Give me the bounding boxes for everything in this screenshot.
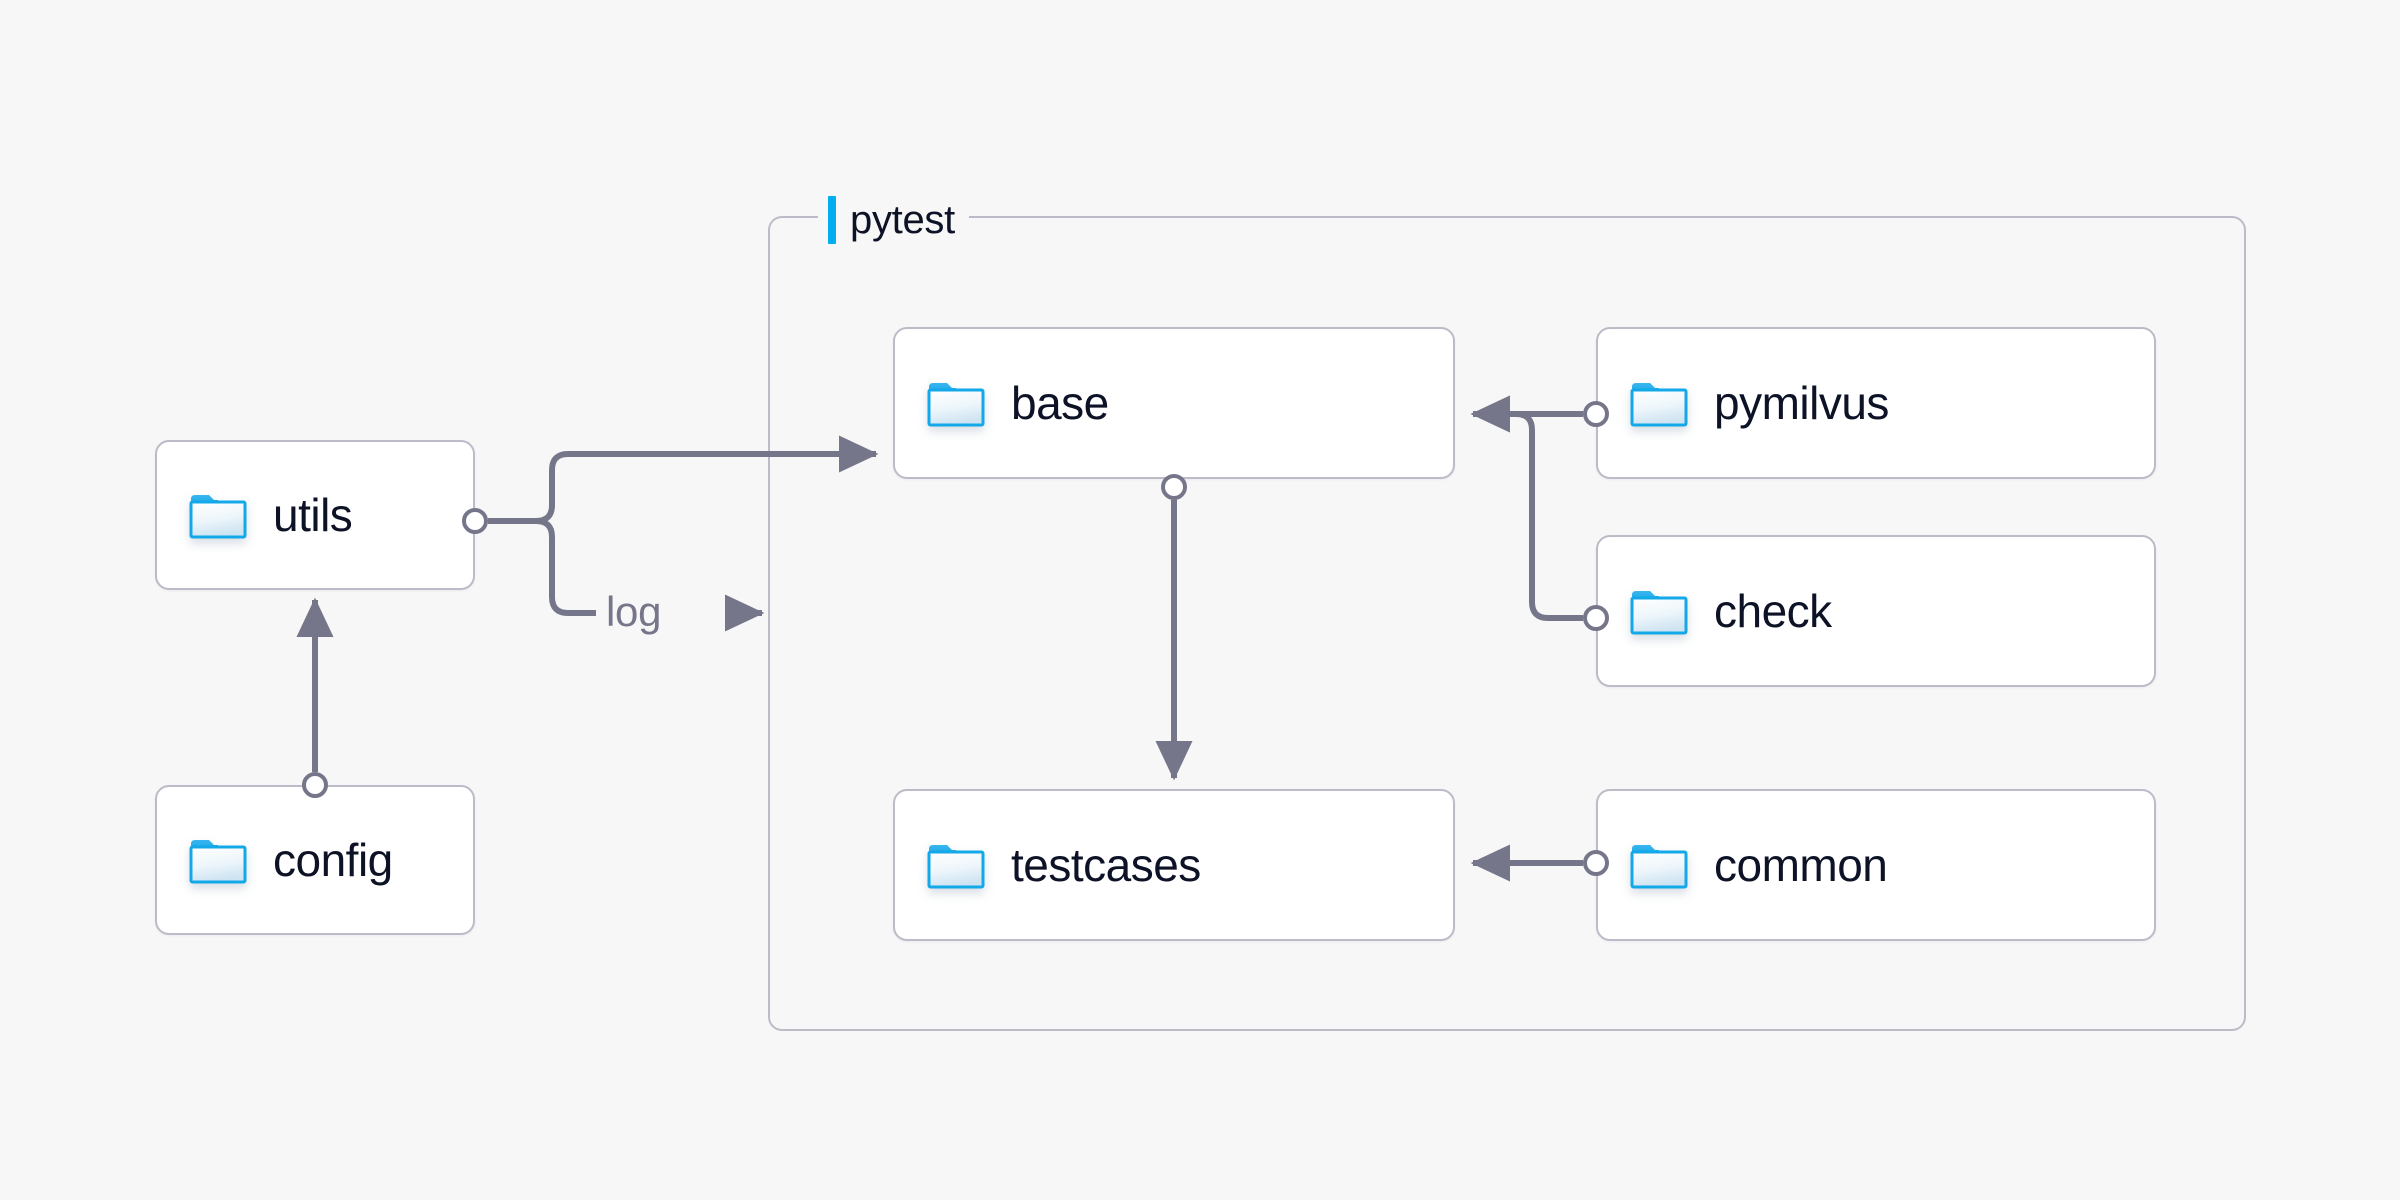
folder-icon — [189, 491, 247, 539]
node-pymilvus[interactable]: pymilvus — [1596, 327, 2156, 479]
port-base-bottom[interactable] — [1161, 474, 1187, 500]
node-config-content: config — [157, 836, 393, 884]
node-common-content: common — [1598, 839, 1888, 891]
folder-icon — [1630, 841, 1688, 889]
node-testcases-content: testcases — [895, 841, 1201, 889]
node-base-label: base — [1011, 377, 1109, 429]
folder-icon — [1630, 587, 1688, 635]
group-pytest-label-text: pytest — [850, 197, 955, 242]
folder-icon — [1630, 379, 1688, 427]
node-base-content: base — [895, 379, 1109, 427]
group-pytest[interactable] — [768, 216, 2246, 1031]
node-testcases[interactable]: testcases — [893, 789, 1455, 941]
node-utils-content: utils — [157, 489, 353, 541]
node-check-content: check — [1598, 587, 1832, 635]
port-check-left[interactable] — [1583, 605, 1609, 631]
node-common-label: common — [1714, 839, 1888, 891]
node-pymilvus-content: pymilvus — [1598, 379, 1889, 427]
node-config-label: config — [273, 834, 393, 886]
folder-icon — [927, 841, 985, 889]
node-pymilvus-label: pymilvus — [1714, 377, 1889, 429]
node-testcases-label: testcases — [1011, 839, 1201, 891]
node-utils-label: utils — [273, 489, 353, 541]
group-accent-bar — [828, 196, 836, 244]
node-base[interactable]: base — [893, 327, 1455, 479]
folder-icon — [189, 836, 247, 884]
node-check-label: check — [1714, 585, 1832, 637]
node-utils[interactable]: utils — [155, 440, 475, 590]
group-pytest-label: pytest — [818, 194, 969, 246]
port-config-top[interactable] — [302, 772, 328, 798]
port-pymilvus-left[interactable] — [1583, 401, 1609, 427]
node-common[interactable]: common — [1596, 789, 2156, 941]
folder-icon — [927, 379, 985, 427]
port-utils-right[interactable] — [462, 508, 488, 534]
node-check[interactable]: check — [1596, 535, 2156, 687]
port-common-left[interactable] — [1583, 850, 1609, 876]
node-config[interactable]: config — [155, 785, 475, 935]
edge-utils-to-log — [488, 518, 596, 616]
edge-label-log: log — [600, 588, 668, 636]
